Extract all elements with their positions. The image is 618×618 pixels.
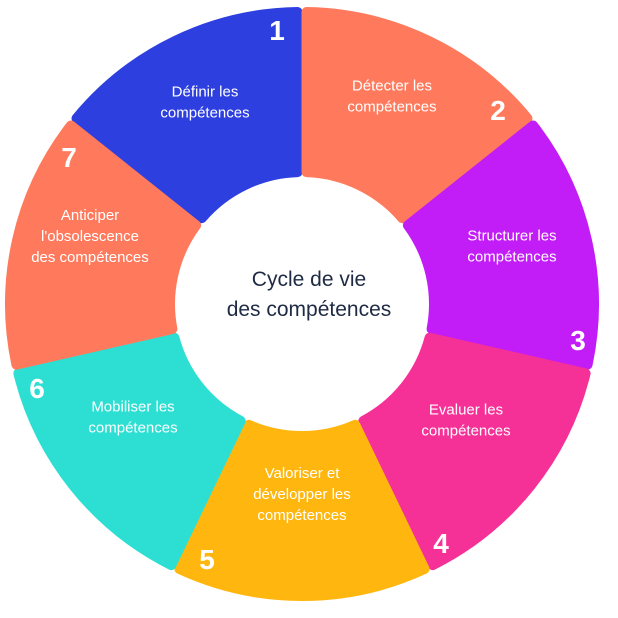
segment-4-label-line-1: Evaluer les [429, 402, 503, 419]
segment-2-number: 2 [490, 95, 506, 126]
segment-5 [174, 419, 430, 601]
segment-1 [71, 7, 303, 224]
segment-5-label-line-1: Valoriser et [265, 465, 341, 482]
segment-3-label-line-2: compétences [467, 249, 556, 266]
segment-7 [5, 120, 202, 370]
center-title-line2: des compétences [227, 298, 392, 321]
segment-6-label-line-1: Mobiliser les [91, 399, 174, 416]
segment-2-label-line-1: Détecter les [352, 78, 432, 95]
segment-1-label-line-1: Définir les [172, 84, 239, 101]
segment-4 [358, 332, 591, 571]
segment-7-label-line-2: l'obsolescence [41, 228, 139, 245]
segment-5-number: 5 [199, 544, 215, 575]
segment-7-label-line-1: Anticiper [61, 207, 119, 224]
segment-3 [402, 120, 599, 370]
segment-3-number: 3 [570, 325, 586, 356]
segment-1-label-line-2: compétences [160, 105, 249, 122]
segment-7-number: 7 [61, 142, 77, 173]
segment-4-number: 4 [433, 528, 449, 559]
segment-5-label-line-2: développer les [253, 486, 351, 503]
segment-7-label-line-3: des compétences [31, 249, 149, 266]
segment-6-label-line-2: compétences [88, 420, 177, 437]
segment-2-label-line-2: compétences [347, 99, 436, 116]
segment-5-label-line-3: compétences [257, 507, 346, 524]
segment-4-label-line-2: compétences [421, 423, 510, 440]
segment-2 [301, 7, 533, 224]
segment-6-number: 6 [29, 373, 45, 404]
segment-3-label-line-1: Structurer les [467, 228, 556, 245]
segment-1-number: 1 [269, 15, 285, 46]
center-title-line1: Cycle de vie [252, 268, 366, 291]
segment-6 [13, 332, 246, 571]
